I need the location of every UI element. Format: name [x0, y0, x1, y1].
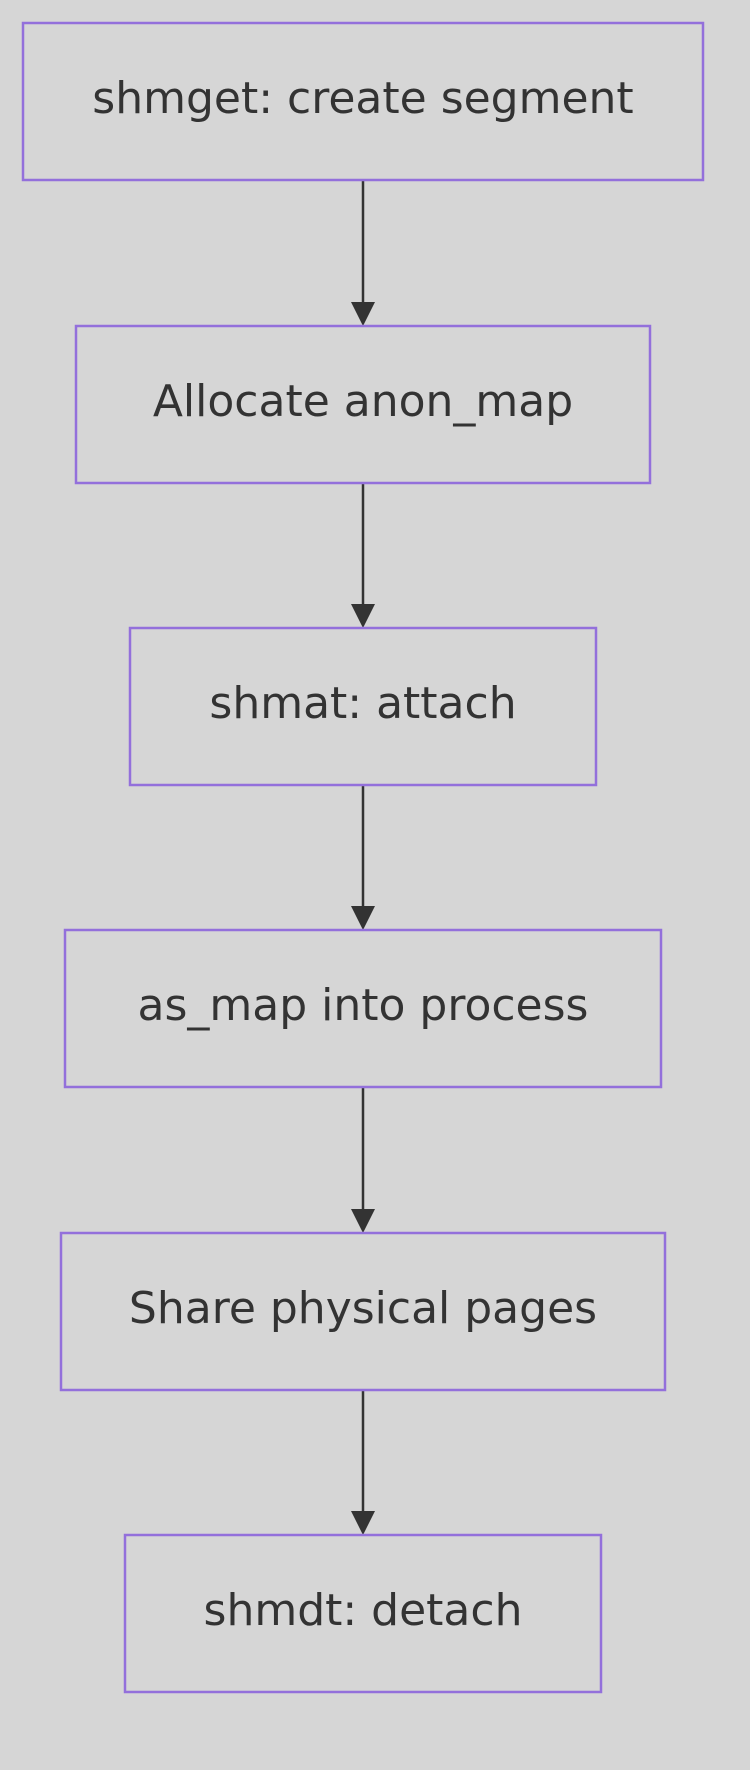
- node-as-map-into-process: as_map into process: [63, 928, 663, 1089]
- node-share-physical-pages: Share physical pages: [59, 1231, 667, 1392]
- edge-2: [351, 482, 375, 628]
- arrow-down-icon: [351, 1511, 375, 1535]
- arrow-down-icon: [351, 604, 375, 628]
- node-label: shmat: attach: [209, 678, 516, 729]
- node-shmdt-detach: shmdt: detach: [123, 1533, 603, 1694]
- node-label: shmget: create segment: [92, 73, 633, 124]
- arrow-down-icon: [351, 1209, 375, 1233]
- node-label: Allocate anon_map: [153, 376, 573, 427]
- edge-3: [351, 784, 375, 930]
- node-shmget-create-segment: shmget: create segment: [21, 21, 705, 182]
- edge-4: [351, 1086, 375, 1233]
- arrow-down-icon: [351, 302, 375, 326]
- node-label: as_map into process: [138, 980, 589, 1031]
- node-label: Share physical pages: [129, 1283, 597, 1334]
- node-shmat-attach: shmat: attach: [128, 626, 598, 787]
- node-allocate-anon-map: Allocate anon_map: [74, 324, 652, 485]
- edges: [351, 179, 375, 1535]
- nodes: shmget: create segment Allocate anon_map…: [21, 21, 705, 1694]
- edge-5: [351, 1389, 375, 1535]
- edge-1: [351, 179, 375, 326]
- node-label: shmdt: detach: [204, 1585, 523, 1636]
- arrow-down-icon: [351, 906, 375, 930]
